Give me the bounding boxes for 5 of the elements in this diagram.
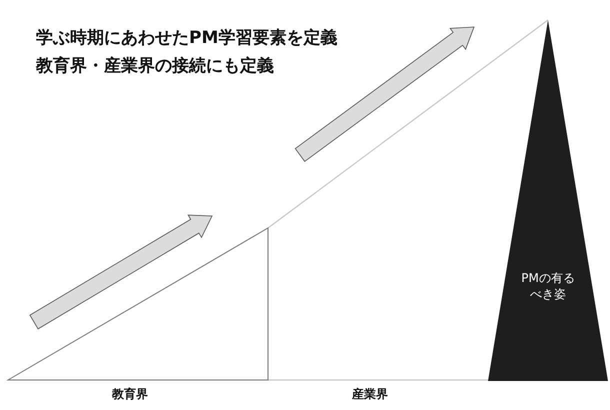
heading-text: 教育界・産業界の接続にも定義: [36, 55, 274, 78]
sector-label: 産業界: [352, 386, 388, 403]
triangle-label: PMの有るべき姿: [520, 270, 576, 302]
sector-label: 教育界: [112, 386, 148, 403]
heading-text: 学ぶ時期にあわせたPM学習要素を定義: [36, 27, 338, 50]
